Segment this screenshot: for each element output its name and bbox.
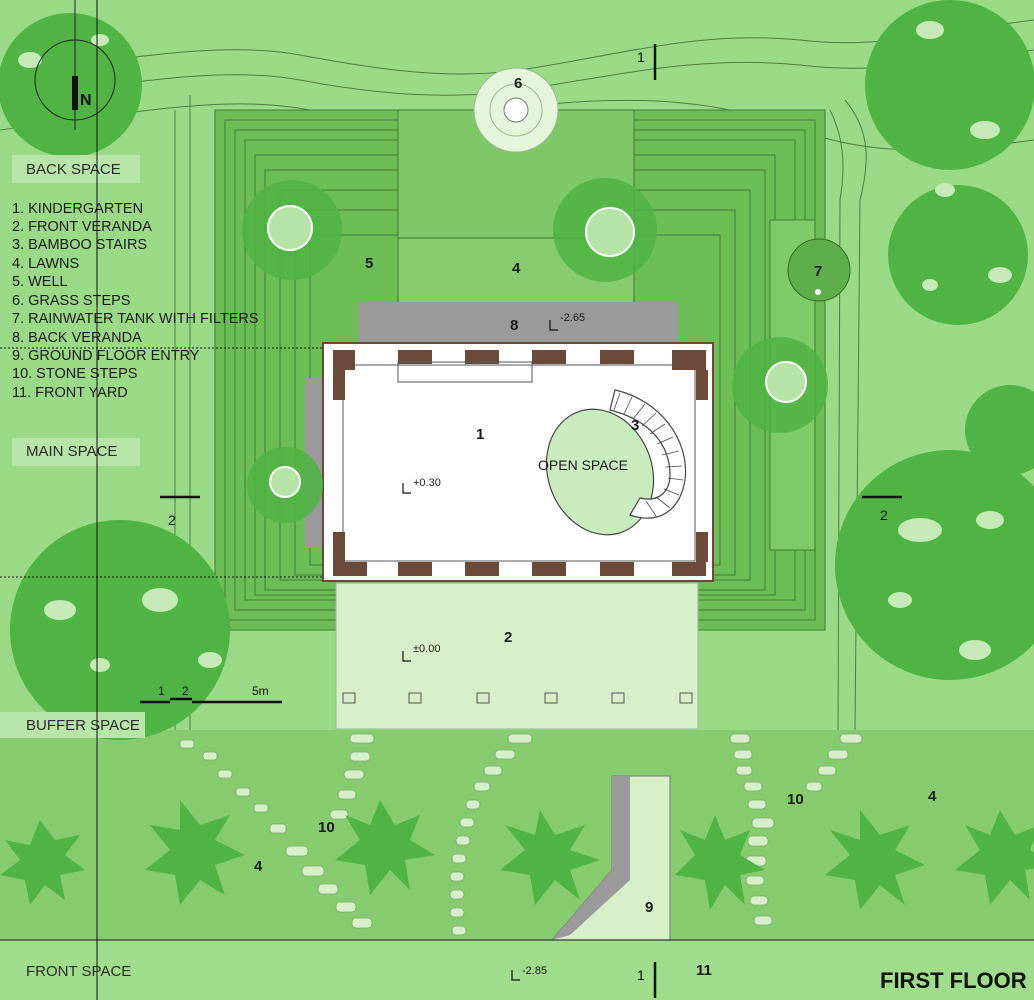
legend-item: 8. BACK VERANDA (12, 330, 142, 346)
label-stone-steps-left: 10 (318, 819, 335, 836)
label-back-veranda: 8 (510, 317, 518, 334)
section-mark-2-right: 2 (880, 507, 888, 523)
label-lawn-left: 4 (254, 858, 263, 875)
front-yard (0, 940, 1034, 1000)
zone-main-space: MAIN SPACE (26, 443, 117, 460)
grass-steps-inner (489, 83, 543, 137)
label-stone-steps-right: 10 (787, 791, 804, 808)
section-mark-1-bottom: 1 (637, 967, 645, 983)
entry-wall (552, 776, 630, 940)
legend-item: 3. BAMBOO STAIRS (12, 237, 147, 253)
veranda-posts (342, 692, 693, 704)
level-arrows (402, 320, 558, 981)
stepping-stones (179, 733, 863, 936)
scale-label-1: 1 (158, 684, 165, 698)
building-columns (333, 350, 708, 576)
zone-buffer-space: BUFFER SPACE (26, 717, 140, 734)
legend-item: 2. FRONT VERANDA (12, 219, 152, 235)
section-mark-1-top: 1 (637, 49, 645, 65)
section-markers (160, 44, 902, 998)
level-back-veranda: -2.65 (560, 312, 585, 324)
legend-item: 10. STONE STEPS (12, 366, 137, 382)
tree-highlights (18, 21, 1012, 672)
legend-item: 6. GRASS STEPS (12, 293, 130, 309)
front-veranda (335, 582, 699, 730)
zone-back-space: BACK SPACE (26, 161, 121, 178)
back-space-band (12, 155, 140, 183)
building-interior (342, 364, 696, 562)
main-space-band (12, 438, 140, 466)
label-bamboo-stairs: 3 (631, 417, 639, 434)
label-grass-steps: 6 (514, 75, 522, 92)
legend-item: 1. KINDERGARTEN (12, 201, 143, 217)
open-space-void (545, 408, 655, 536)
open-space-label: OPEN SPACE (538, 457, 628, 473)
label-lawn-top: 4 (512, 260, 521, 277)
scale-label-2: 2 (182, 684, 189, 698)
legend-item: 11. FRONT YARD (12, 385, 128, 401)
level-interior: +0.30 (413, 477, 441, 489)
label-rainwater-tank: 7 (814, 263, 822, 280)
back-counter (397, 361, 533, 383)
rainwater-tank (787, 238, 851, 302)
north-label: N (80, 92, 92, 109)
level-front-veranda: ±0.00 (413, 643, 440, 655)
scale-bar (140, 697, 282, 704)
legend: 1. KINDERGARTEN 2. FRONT VERANDA 3. BAMB… (12, 201, 259, 401)
section-mark-2-left: 2 (168, 512, 176, 528)
legend-item: 7. RAINWATER TANK WITH FILTERS (12, 311, 259, 327)
level-front-yard: -2.85 (522, 965, 547, 977)
buffer-space-band (0, 712, 145, 738)
building-outline (322, 342, 714, 582)
bamboo-stairs (609, 389, 687, 519)
scale-label-5m: 5m (252, 684, 269, 698)
grass-steps-core (503, 97, 529, 123)
legend-item: 4. LAWNS (12, 256, 79, 272)
label-lawn-right: 4 (928, 788, 937, 805)
legend-item: 9. GROUND FLOOR ENTRY (12, 348, 200, 364)
palms (0, 800, 1034, 910)
rainwater-tank-outlet (815, 289, 821, 295)
north-arrow (34, 0, 116, 130)
label-kindergarten: 1 (476, 426, 484, 443)
label-ground-floor-entry: 9 (645, 899, 653, 916)
well-markers (267, 205, 807, 498)
plan-title: FIRST FLOOR (880, 968, 1027, 993)
legend-item: 5. WELL (12, 274, 68, 290)
stair-treads (613, 392, 684, 517)
zone-front-space: FRONT SPACE (26, 963, 131, 980)
label-well: 5 (365, 255, 373, 272)
label-front-yard: 11 (696, 962, 712, 979)
label-front-veranda: 2 (504, 629, 512, 646)
back-veranda (358, 302, 678, 346)
